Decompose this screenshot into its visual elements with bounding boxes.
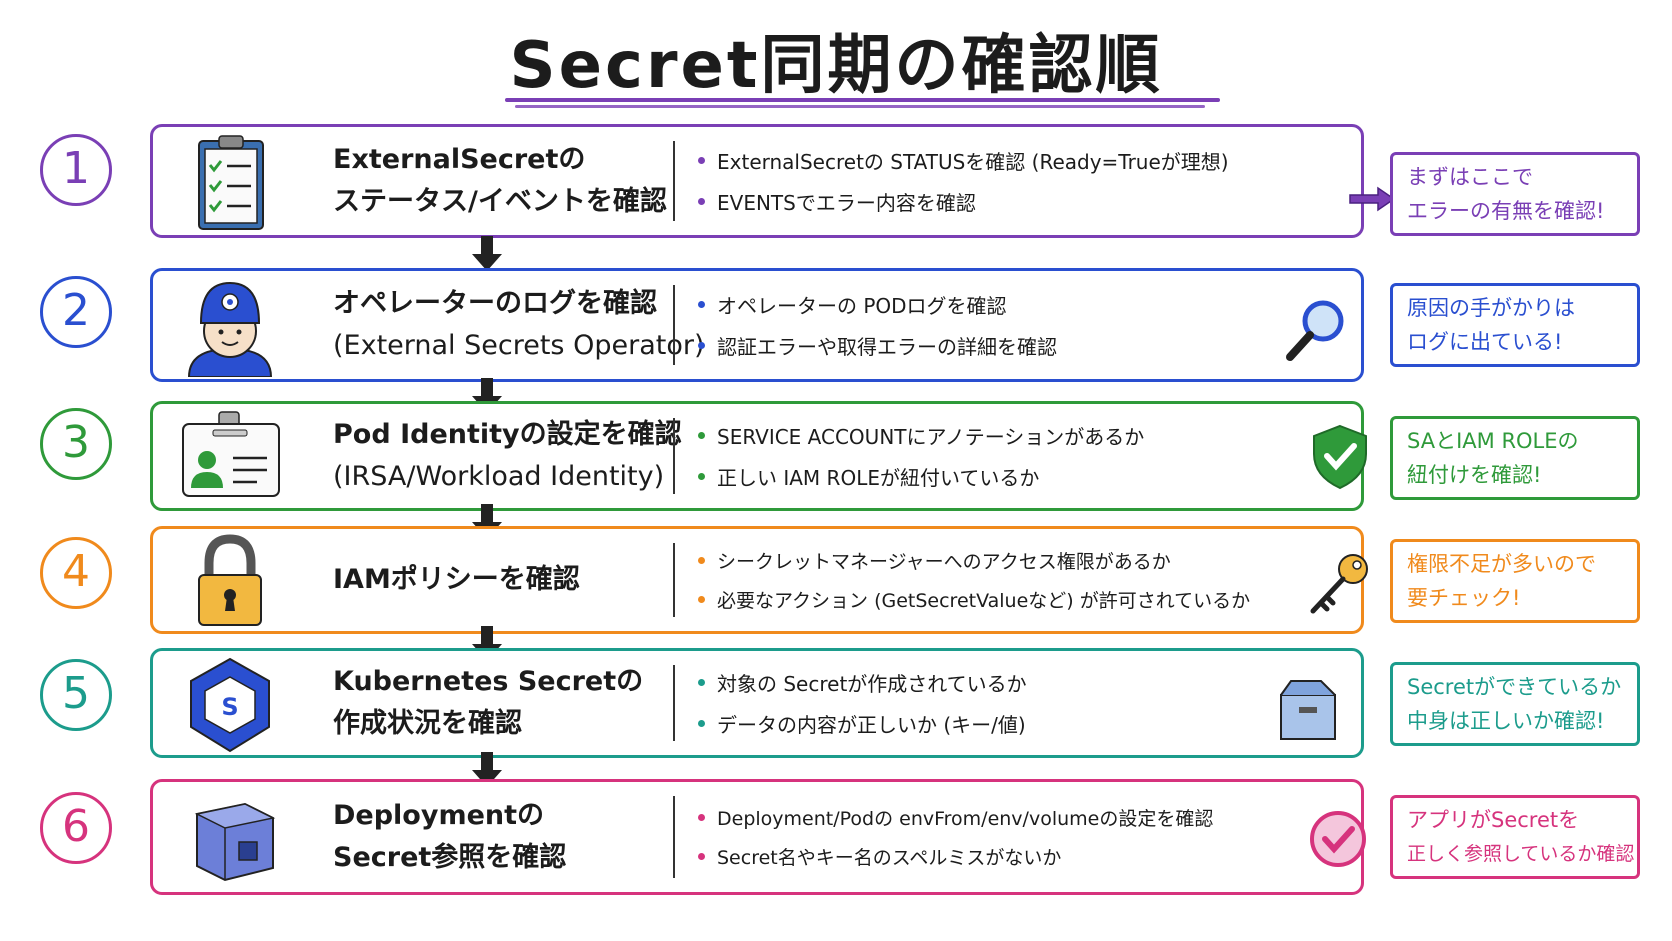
bullet-item: Deployment/Podの envFrom/env/volumeの設定を確認 — [698, 804, 1278, 831]
step-card-5: S Kubernetes Secretの 作成状況を確認 対象の Secretが… — [150, 648, 1364, 758]
divider — [673, 665, 675, 741]
step-number-1: 1 — [40, 134, 112, 206]
step-card-3: Pod Identityの設定を確認 (IRSA/Workload Identi… — [150, 401, 1367, 511]
step-note-2: 原因の手がかりは ログに出ている! — [1390, 283, 1640, 367]
id-badge-icon — [182, 411, 280, 497]
operator-person-icon — [187, 281, 273, 377]
step-card-4: IAMポリシーを確認 シークレットマネージャーへのアクセス権限があるか 必要なア… — [150, 526, 1368, 634]
step-title-line: ExternalSecretの — [333, 144, 586, 175]
step-note-4: 権限不足が多いので 要チェック! — [1390, 539, 1640, 623]
right-arrow-icon — [1349, 186, 1396, 212]
title-underline-2 — [515, 105, 1205, 108]
step-number-4: 4 — [40, 537, 112, 609]
bullet-item: Secret名やキー名のスペルミスがないか — [698, 843, 1278, 870]
cube-icon — [194, 802, 276, 882]
step-title-line: ステータス/イベントを確認 — [333, 186, 667, 217]
divider — [673, 418, 675, 494]
step-note-3: SAとIAM ROLEの 紐付けを確認! — [1390, 416, 1640, 500]
magnifier-icon — [1286, 300, 1344, 361]
clipboard-checklist-icon — [198, 135, 264, 230]
step-card-2: オペレーターのログを確認 (External Secrets Operator)… — [150, 268, 1364, 382]
bullet-item: SERVICE ACCOUNTにアノテーションがあるか — [698, 421, 1278, 450]
bullet-item: 必要なアクション (GetSecretValueなど) が許可されているか — [698, 586, 1278, 613]
step-title-line: Secret参照を確認 — [333, 842, 567, 873]
down-arrow-icon — [472, 752, 502, 787]
bullet-item: 対象の Secretが作成されているか — [698, 668, 1278, 697]
step-title-line: Pod Identityの設定を確認 — [333, 419, 682, 450]
divider — [673, 141, 675, 221]
step-number-2: 2 — [40, 276, 112, 348]
bullet-item: 正しい IAM ROLEが紐付いているか — [698, 462, 1278, 491]
kubernetes-secret-icon: S — [190, 657, 270, 753]
bullet-item: シークレットマネージャーへのアクセス権限があるか — [698, 547, 1278, 574]
step-card-1: ExternalSecretの ステータス/イベントを確認 ExternalSe… — [150, 124, 1364, 238]
step-number-5: 5 — [40, 659, 112, 731]
key-icon — [1310, 554, 1368, 614]
divider — [673, 543, 675, 617]
step-title-line: Kubernetes Secretの — [333, 666, 644, 697]
bullet-item: データの内容が正しいか (キー/値) — [698, 709, 1278, 738]
bullet-item: ExternalSecretの STATUSを確認 (Ready=Trueが理想… — [698, 146, 1278, 175]
open-box-icon — [1280, 680, 1336, 740]
step-note-5: Secretができているか 中身は正しいか確認! — [1390, 662, 1640, 746]
bullet-item: オペレーターの PODログを確認 — [698, 290, 1278, 319]
down-arrow-icon — [472, 236, 502, 271]
step-number-6: 6 — [40, 792, 112, 864]
step-card-6: Deploymentの Secret参照を確認 Deployment/Podの … — [150, 779, 1366, 895]
divider — [673, 796, 675, 878]
step-title-line: (External Secrets Operator) — [333, 330, 705, 361]
bullet-item: 認証エラーや取得エラーの詳細を確認 — [698, 331, 1278, 360]
divider — [673, 285, 675, 365]
shield-check-icon — [1313, 424, 1367, 490]
step-title-line: (IRSA/Workload Identity) — [333, 461, 665, 492]
step-title-line: Deploymentの — [333, 800, 545, 831]
bullet-item: EVENTSでエラー内容を確認 — [698, 187, 1278, 216]
step-title-line: 作成状況を確認 — [333, 708, 522, 739]
check-circle-icon — [1310, 811, 1366, 867]
svg-text:S: S — [221, 693, 238, 721]
step-title-line: オペレーターのログを確認 — [333, 288, 657, 319]
step-title-line: IAMポリシーを確認 — [333, 564, 580, 595]
step-note-6: アプリがSecretを 正しく参照しているか確認! — [1390, 795, 1642, 879]
step-number-3: 3 — [40, 408, 112, 480]
title-underline — [505, 98, 1220, 102]
page-title: Secret同期の確認順 — [509, 29, 1163, 103]
step-note-1: まずはここで エラーの有無を確認! — [1390, 152, 1640, 236]
padlock-icon — [198, 534, 262, 626]
